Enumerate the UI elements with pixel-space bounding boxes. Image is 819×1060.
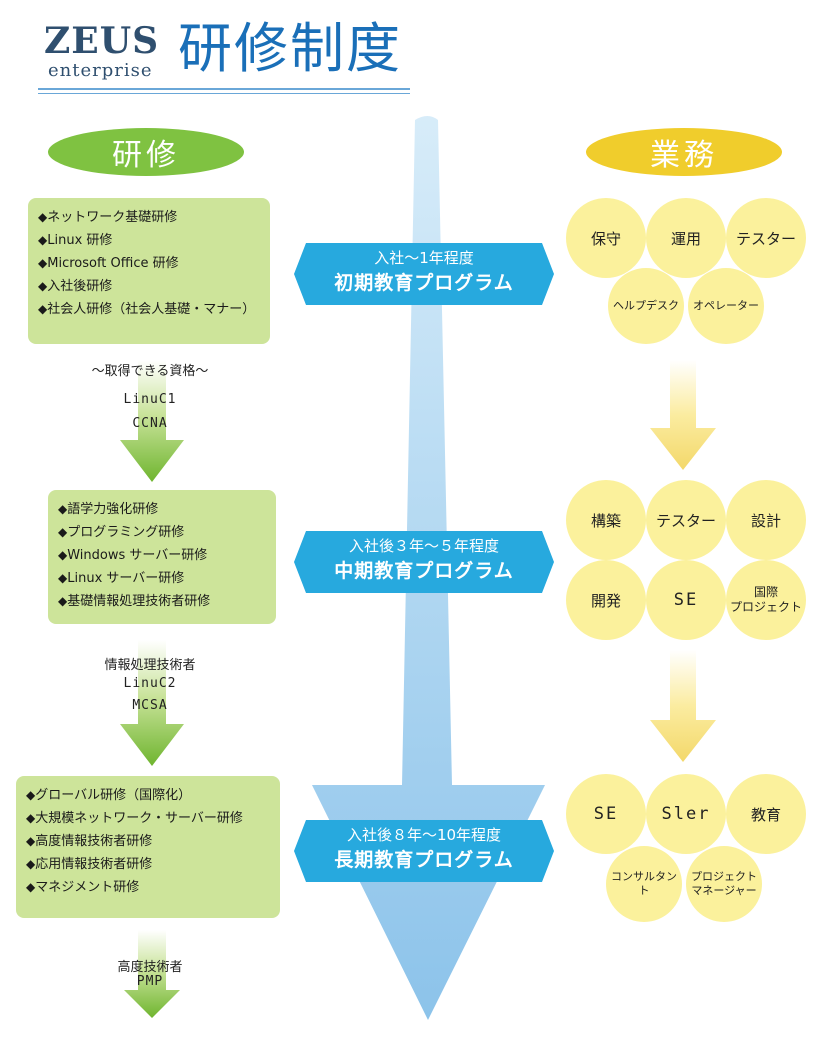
training-item: 語学力強化研修 xyxy=(58,498,266,521)
work-role-circle: Sler xyxy=(646,774,726,854)
banner-period: 入社後３年〜５年程度 xyxy=(348,537,499,555)
work-role-circle: ヘルプデスク xyxy=(608,268,684,344)
training-box-stage-1: ネットワーク基礎研修 Linux 研修 Microsoft Office 研修 … xyxy=(28,198,270,344)
work-role-circle: 開発 xyxy=(566,560,646,640)
work-role-circle: コンサルタント xyxy=(606,846,682,922)
training-item: 応用情報技術者研修 xyxy=(26,853,270,876)
green-arrow-1 xyxy=(120,360,184,482)
work-column-header: 業務 xyxy=(586,128,782,176)
banner-shape-3 xyxy=(294,820,554,882)
training-column-header: 研修 xyxy=(48,128,244,176)
work-role-circle: SE xyxy=(566,774,646,854)
work-role-circle: オペレーター xyxy=(688,268,764,344)
training-item: 大規模ネットワーク・サーバー研修 xyxy=(26,807,270,830)
training-item: 高度情報技術者研修 xyxy=(26,830,270,853)
work-role-circle: 設計 xyxy=(726,480,806,560)
yellow-arrow-1 xyxy=(650,360,716,470)
banner-shape-2 xyxy=(294,531,554,593)
training-item: ネットワーク基礎研修 xyxy=(38,206,260,229)
qualification-heading: 〜取得できる資格〜 xyxy=(91,364,209,379)
training-item: Microsoft Office 研修 xyxy=(38,252,260,275)
training-item: 基礎情報処理技術者研修 xyxy=(58,590,266,613)
work-role-circle: プロジェクト マネージャー xyxy=(686,846,762,922)
banner-program-name: 初期教育プログラム xyxy=(334,272,514,294)
green-arrow-2 xyxy=(120,640,184,766)
training-item: 入社後研修 xyxy=(38,275,260,298)
qualification-item: LinuC1 xyxy=(123,392,177,407)
work-role-circle: テスター xyxy=(646,480,726,560)
green-arrow-3 xyxy=(124,930,180,1018)
header-divider xyxy=(38,88,410,90)
work-role-circle: 教育 xyxy=(726,774,806,854)
program-banner-stage-3: 入社後８年〜10年程度 長期教育プログラム xyxy=(306,824,542,872)
training-item: グローバル研修（国際化） xyxy=(26,784,270,807)
page-title: 研修制度 xyxy=(178,17,402,80)
yellow-arrow-2 xyxy=(650,650,716,762)
training-item: Windows サーバー研修 xyxy=(58,544,266,567)
qualification-item: LinuC2 xyxy=(123,676,177,691)
work-role-circle: SE xyxy=(646,560,726,640)
training-item: 社会人研修（社会人基礎・マナー） xyxy=(38,298,260,321)
qualification-item: PMP xyxy=(136,974,164,989)
work-role-circle: 保守 xyxy=(566,198,646,278)
qualification-item: MCSA xyxy=(132,698,168,713)
logo-enterprise: enterprise xyxy=(48,60,153,81)
training-item: Linux サーバー研修 xyxy=(58,567,266,590)
banner-period: 入社後８年〜10年程度 xyxy=(346,826,502,844)
program-banner-stage-1: 入社〜1年程度 初期教育プログラム xyxy=(306,247,542,295)
banner-program-name: 中期教育プログラム xyxy=(334,560,514,582)
banner-period: 入社〜1年程度 xyxy=(374,249,474,267)
work-role-circle: テスター xyxy=(726,198,806,278)
program-banner-stage-2: 入社後３年〜５年程度 中期教育プログラム xyxy=(306,535,542,583)
qualification-item: 高度技術者 xyxy=(117,960,183,975)
training-item: プログラミング研修 xyxy=(58,521,266,544)
training-item: マネジメント研修 xyxy=(26,876,270,899)
banner-program-name: 長期教育プログラム xyxy=(334,849,514,871)
work-role-circle: 構築 xyxy=(566,480,646,560)
training-box-stage-3: グローバル研修（国際化） 大規模ネットワーク・サーバー研修 高度情報技術者研修 … xyxy=(16,776,280,918)
logo-zeus: ZEUS xyxy=(44,20,160,62)
header-divider-thin xyxy=(38,93,410,94)
training-item: Linux 研修 xyxy=(38,229,260,252)
work-role-circle: 運用 xyxy=(646,198,726,278)
training-box-stage-2: 語学力強化研修 プログラミング研修 Windows サーバー研修 Linux サ… xyxy=(48,490,276,624)
work-role-circle: 国際 プロジェクト xyxy=(726,560,806,640)
qualification-item: CCNA xyxy=(132,416,168,431)
banner-shape-1 xyxy=(294,243,554,305)
qualification-item: 情報処理技術者 xyxy=(104,658,196,673)
